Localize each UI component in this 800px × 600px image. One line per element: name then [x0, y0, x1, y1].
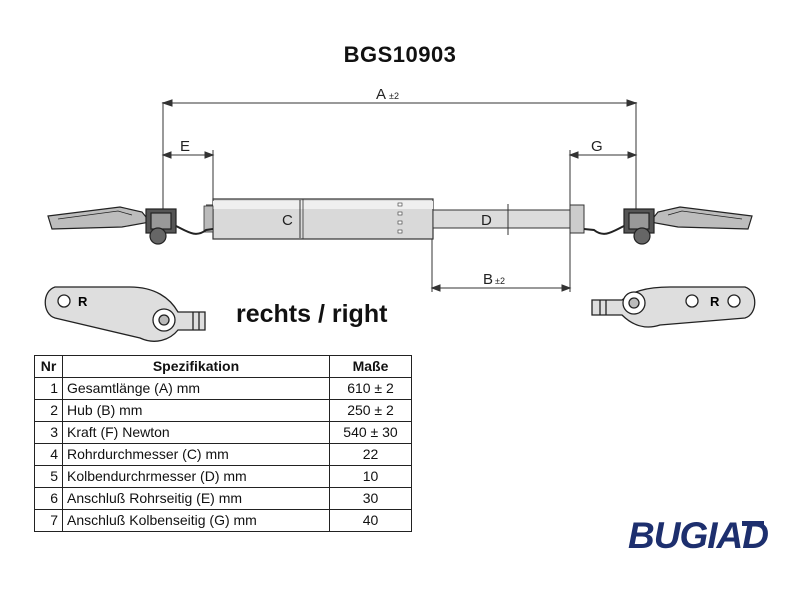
left-end-fitting [47, 206, 214, 245]
row-nr: 6 [34, 487, 63, 510]
side-label: rechts / right [236, 300, 388, 328]
row-value: 10 [329, 465, 412, 488]
dim-a-label: A [376, 86, 386, 103]
dim-b-label: B [483, 271, 493, 288]
row-nr: 7 [34, 509, 63, 532]
row-value: 30 [329, 487, 412, 510]
header-spec: Spezifikation [62, 355, 330, 378]
table-row: 7 Anschluß Kolbenseitig (G) mm 40 [34, 509, 412, 532]
table-row: 5 Kolbendurchrmesser (D) mm 10 [34, 465, 412, 488]
row-spec: Kolbendurchrmesser (D) mm [62, 465, 330, 488]
right-end-fitting [583, 206, 753, 245]
dim-e-label: E [180, 138, 190, 155]
table-row: 6 Anschluß Rohrseitig (E) mm 30 [34, 487, 412, 510]
dim-d-label: D [481, 212, 492, 229]
table-row: 2 Hub (B) mm 250 ± 2 [34, 399, 412, 422]
right-eye-fitting [591, 286, 756, 328]
row-value: 540 ± 30 [329, 421, 412, 444]
left-fitting-letter: R [78, 294, 88, 309]
row-spec: Anschluß Rohrseitig (E) mm [62, 487, 330, 510]
row-nr: 4 [34, 443, 63, 466]
row-value: 250 ± 2 [329, 399, 412, 422]
right-fitting-letter: R [710, 294, 720, 309]
cylinder-tube [203, 198, 434, 240]
row-value: 22 [329, 443, 412, 466]
row-nr: 1 [34, 377, 63, 400]
table-row: 3 Kraft (F) Newton 540 ± 30 [34, 421, 412, 444]
dimension-g [568, 150, 638, 205]
table-row: 4 Rohrdurchmesser (C) mm 22 [34, 443, 412, 466]
dim-a-tolerance: ±2 [389, 91, 399, 101]
part-number-title: BGS10903 [343, 42, 457, 67]
header-value: Maße [329, 355, 412, 378]
dim-g-label: G [591, 138, 603, 155]
dimension-a [161, 99, 638, 215]
dimension-e [161, 150, 215, 205]
row-nr: 2 [34, 399, 63, 422]
left-eye-fitting [44, 286, 206, 342]
specification-table: Nr Spezifikation Maße 1 Gesamtlänge (A) … [34, 355, 412, 532]
row-spec: Anschluß Kolbenseitig (G) mm [62, 509, 330, 532]
row-nr: 3 [34, 421, 63, 444]
row-spec: Rohrdurchmesser (C) mm [62, 443, 330, 466]
row-value: 610 ± 2 [329, 377, 412, 400]
dim-b-tolerance: ±2 [495, 276, 505, 286]
row-nr: 5 [34, 465, 63, 488]
logo-accent-bar [742, 521, 764, 526]
dim-c-label: C [282, 212, 293, 229]
row-spec: Kraft (F) Newton [62, 421, 330, 444]
row-spec: Hub (B) mm [62, 399, 330, 422]
table-header-row: Nr Spezifikation Maße [34, 355, 412, 378]
table-row: 1 Gesamtlänge (A) mm 610 ± 2 [34, 377, 412, 400]
piston-rod [432, 204, 585, 235]
row-value: 40 [329, 509, 412, 532]
row-spec: Gesamtlänge (A) mm [62, 377, 330, 400]
header-nr: Nr [34, 355, 63, 378]
